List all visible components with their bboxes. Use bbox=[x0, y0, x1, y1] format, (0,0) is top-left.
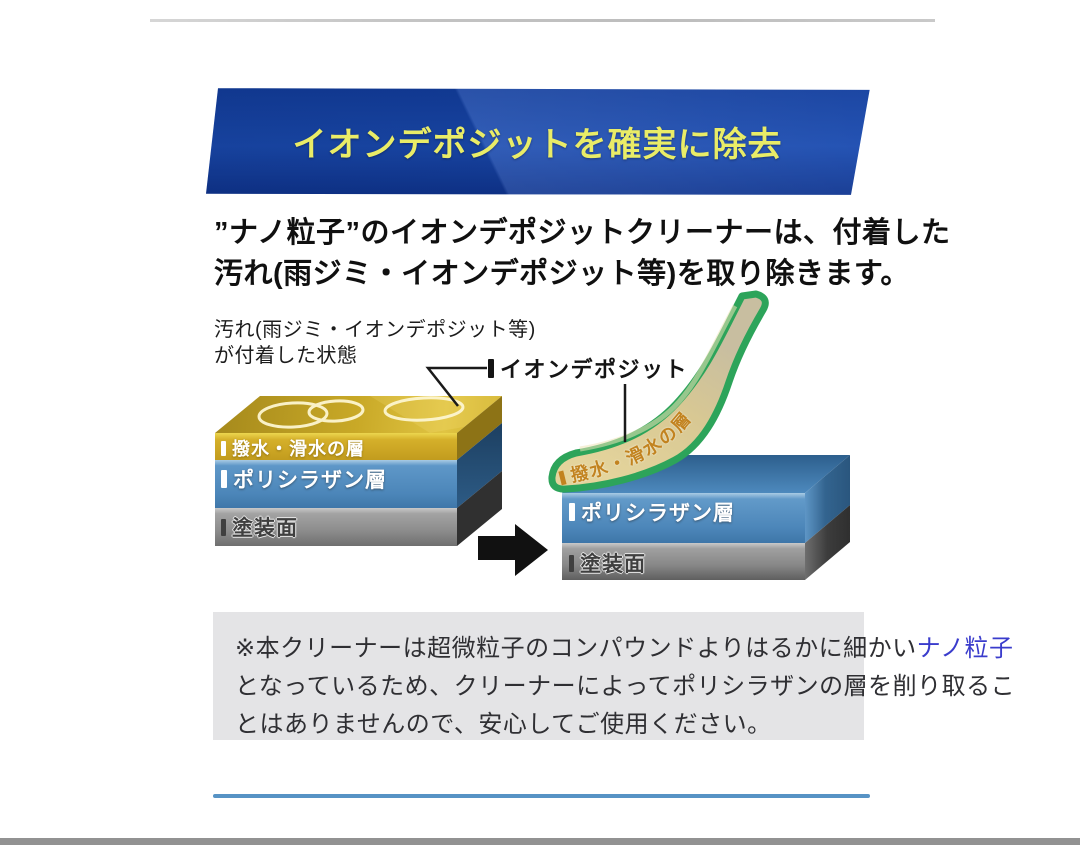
headline-title: イオンデポジットを確実に除去 bbox=[292, 125, 783, 164]
after-paint-label: 塗装面 bbox=[569, 548, 646, 578]
before-paint-label: 塗装面 bbox=[221, 512, 298, 542]
peeled-strip-highlight bbox=[579, 304, 738, 452]
callout-line-to-surface bbox=[425, 366, 487, 407]
layer-bullet-icon bbox=[569, 554, 574, 572]
layer-bullet-icon bbox=[488, 358, 494, 378]
water-spot-rings bbox=[257, 396, 465, 429]
transition-arrow-icon bbox=[478, 524, 548, 576]
before-polysilazane-label: ポリシラザン層 bbox=[221, 464, 387, 494]
caption-line-1: 汚れ(雨ジミ・イオンデポジット等) bbox=[214, 319, 536, 341]
ion-deposit-callout-label: イオンデポジット bbox=[488, 352, 688, 384]
note-line-1: ※本クリーナーは超微粒子のコンパウンドよりはるかに細かいナノ粒子 bbox=[235, 630, 1015, 668]
note-line-3: とはありませんので、安心してご使用ください。 bbox=[235, 711, 772, 738]
note-line-2: となっているため、クリーナーによってポリシラザンの層を削り取るこ bbox=[235, 673, 1016, 700]
headline-banner: イオンデポジットを確実に除去 bbox=[206, 88, 870, 195]
after-paint-label-text: 塗装面 bbox=[580, 553, 646, 576]
nano-particle-link[interactable]: ナノ粒子 bbox=[916, 635, 1014, 662]
after-polysilazane-layer bbox=[562, 493, 805, 543]
before-block bbox=[215, 396, 502, 546]
layer-bullet-icon bbox=[558, 470, 567, 486]
layer-bullet-icon bbox=[569, 503, 575, 521]
after-polysilazane-side bbox=[805, 455, 850, 543]
before-polysilazane-layer bbox=[215, 460, 457, 508]
layer-bullet-icon bbox=[221, 518, 226, 536]
caption-line-2: が付着した状態 bbox=[214, 345, 358, 367]
ion-deposit-callout-text: イオンデポジット bbox=[500, 357, 689, 382]
after-paint-layer bbox=[562, 543, 805, 580]
before-paint-layer bbox=[215, 508, 457, 546]
after-polysilazane-label-text: ポリシラザン層 bbox=[581, 502, 735, 525]
before-paint-side bbox=[457, 471, 502, 546]
layer-bullet-icon bbox=[221, 440, 226, 456]
peeled-layer-strip: 撥水・滑水の層 bbox=[548, 290, 769, 493]
before-hassui-label-text: 撥水・滑水の層 bbox=[232, 439, 365, 459]
intro-paragraph: ”ナノ粒子”のイオンデポジットクリーナーは、付着した 汚れ(雨ジミ・イオンデポジ… bbox=[214, 213, 951, 295]
disclaimer-note-text: ※本クリーナーは超微粒子のコンパウンドよりはるかに細かいナノ粒子 となっているた… bbox=[235, 630, 1015, 744]
before-hassui-layer bbox=[215, 433, 457, 460]
before-paint-label-text: 塗装面 bbox=[232, 517, 298, 540]
bottom-blue-divider bbox=[213, 794, 870, 798]
bottom-edge-bar bbox=[0, 838, 1080, 845]
note-line-1-text: ※本クリーナーは超微粒子のコンパウンドよりはるかに細かい bbox=[235, 635, 917, 662]
intro-line-2: 汚れ(雨ジミ・イオンデポジット等)を取り除きます。 bbox=[214, 258, 910, 290]
before-polysilazane-label-text: ポリシラザン層 bbox=[233, 469, 387, 492]
before-polysilazane-side bbox=[457, 423, 502, 508]
after-paint-side bbox=[805, 505, 850, 580]
layer-bullet-icon bbox=[221, 470, 227, 488]
before-state-caption: 汚れ(雨ジミ・イオンデポジット等) が付着した状態 bbox=[214, 317, 536, 369]
before-hassui-side bbox=[457, 396, 502, 460]
intro-line-1: ”ナノ粒子”のイオンデポジットクリーナーは、付着した bbox=[214, 217, 951, 249]
after-polysilazane-label: ポリシラザン層 bbox=[569, 497, 735, 527]
before-hassui-label: 撥水・滑水の層 bbox=[221, 435, 365, 461]
disclaimer-note-box: ※本クリーナーは超微粒子のコンパウンドよりはるかに細かいナノ粒子 となっているた… bbox=[213, 612, 1015, 740]
top-divider-rule bbox=[150, 19, 935, 22]
